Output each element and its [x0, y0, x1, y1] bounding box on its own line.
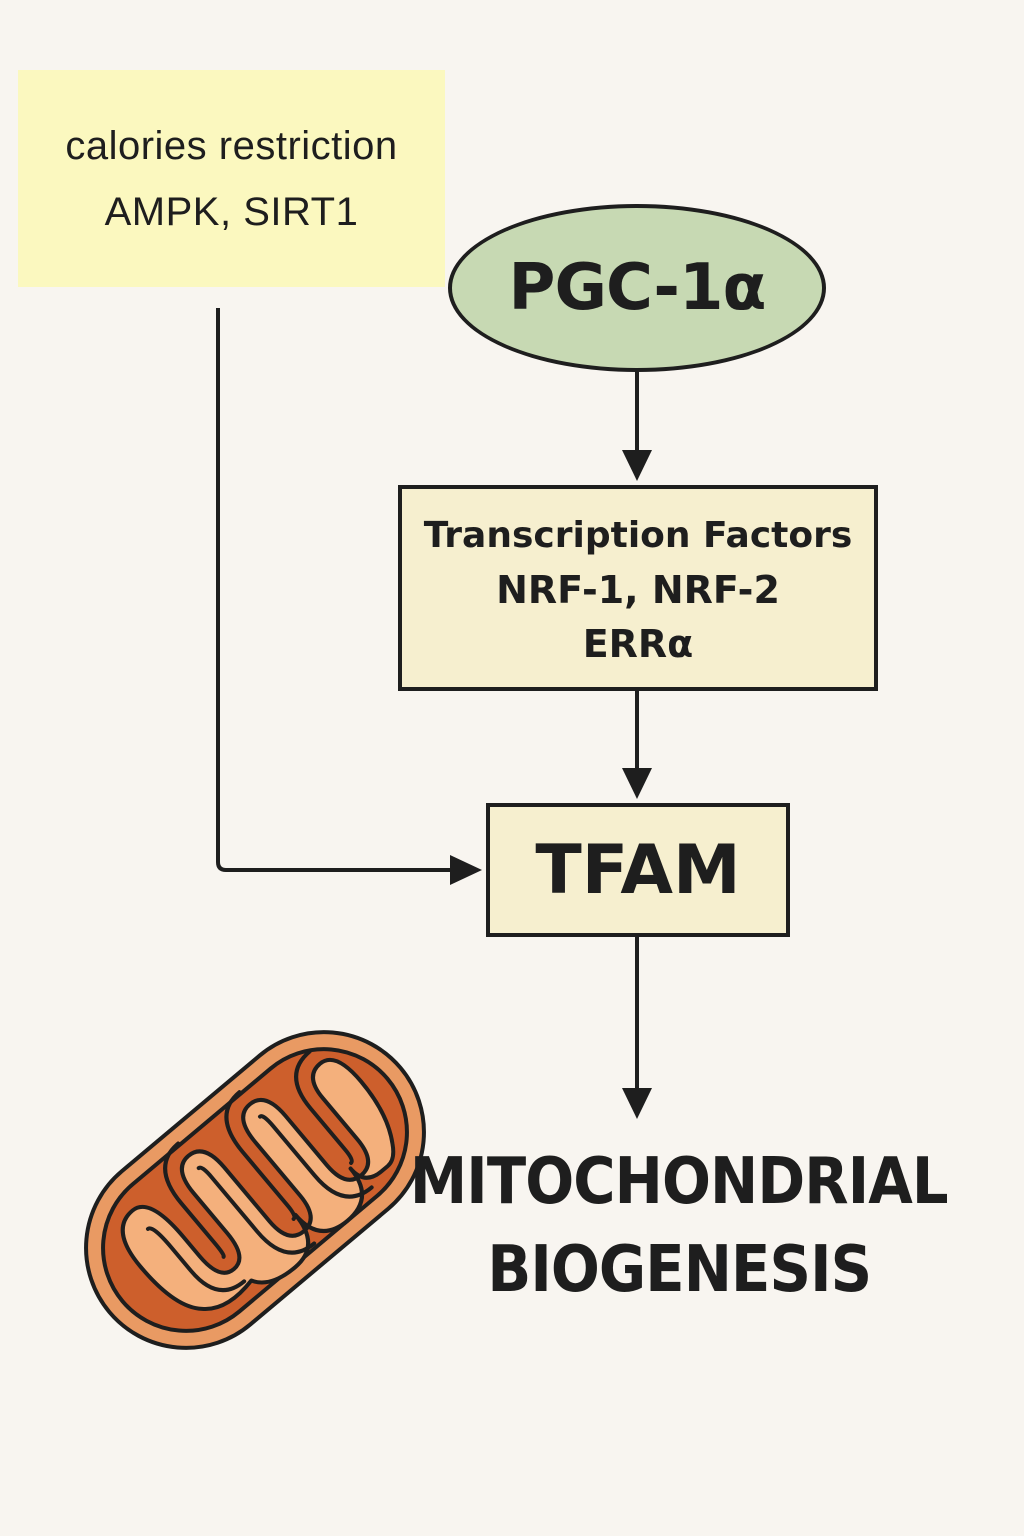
- outcome-line-1: MITOCHONDRIAL: [410, 1145, 949, 1219]
- input-line-2: AMPK, SIRT1: [104, 189, 359, 234]
- mitochondrion-icon: [84, 1030, 426, 1350]
- tfam-to-outcome-arrowhead: [622, 1088, 652, 1119]
- input-to-tfam-line: [216, 308, 452, 872]
- nrf-label: NRF-1, NRF-2: [496, 568, 780, 612]
- transcription-factors-title: Transcription Factors: [423, 515, 853, 556]
- tf-to-tfam-arrowhead: [622, 768, 652, 799]
- transcription-factors-box: Transcription Factors NRF-1, NRF-2 ERRα: [398, 485, 878, 691]
- pgc-1a-node: PGC-1α: [448, 204, 826, 372]
- outcome-line-2: BIOGENESIS: [487, 1233, 872, 1307]
- tfam-label: TFAM: [535, 830, 741, 910]
- input-to-tfam-arrowhead: [450, 855, 482, 885]
- pgc-to-tf-arrowhead: [622, 450, 652, 481]
- input-signals-box: calories restriction AMPK, SIRT1: [18, 70, 445, 287]
- outcome-label: MITOCHONDRIAL BIOGENESIS: [404, 1138, 954, 1318]
- pgc-1a-label: PGC-1α: [508, 251, 767, 325]
- erra-label: ERRα: [582, 622, 694, 666]
- tfam-box: TFAM: [486, 803, 790, 937]
- input-line-1: calories restriction: [65, 123, 398, 168]
